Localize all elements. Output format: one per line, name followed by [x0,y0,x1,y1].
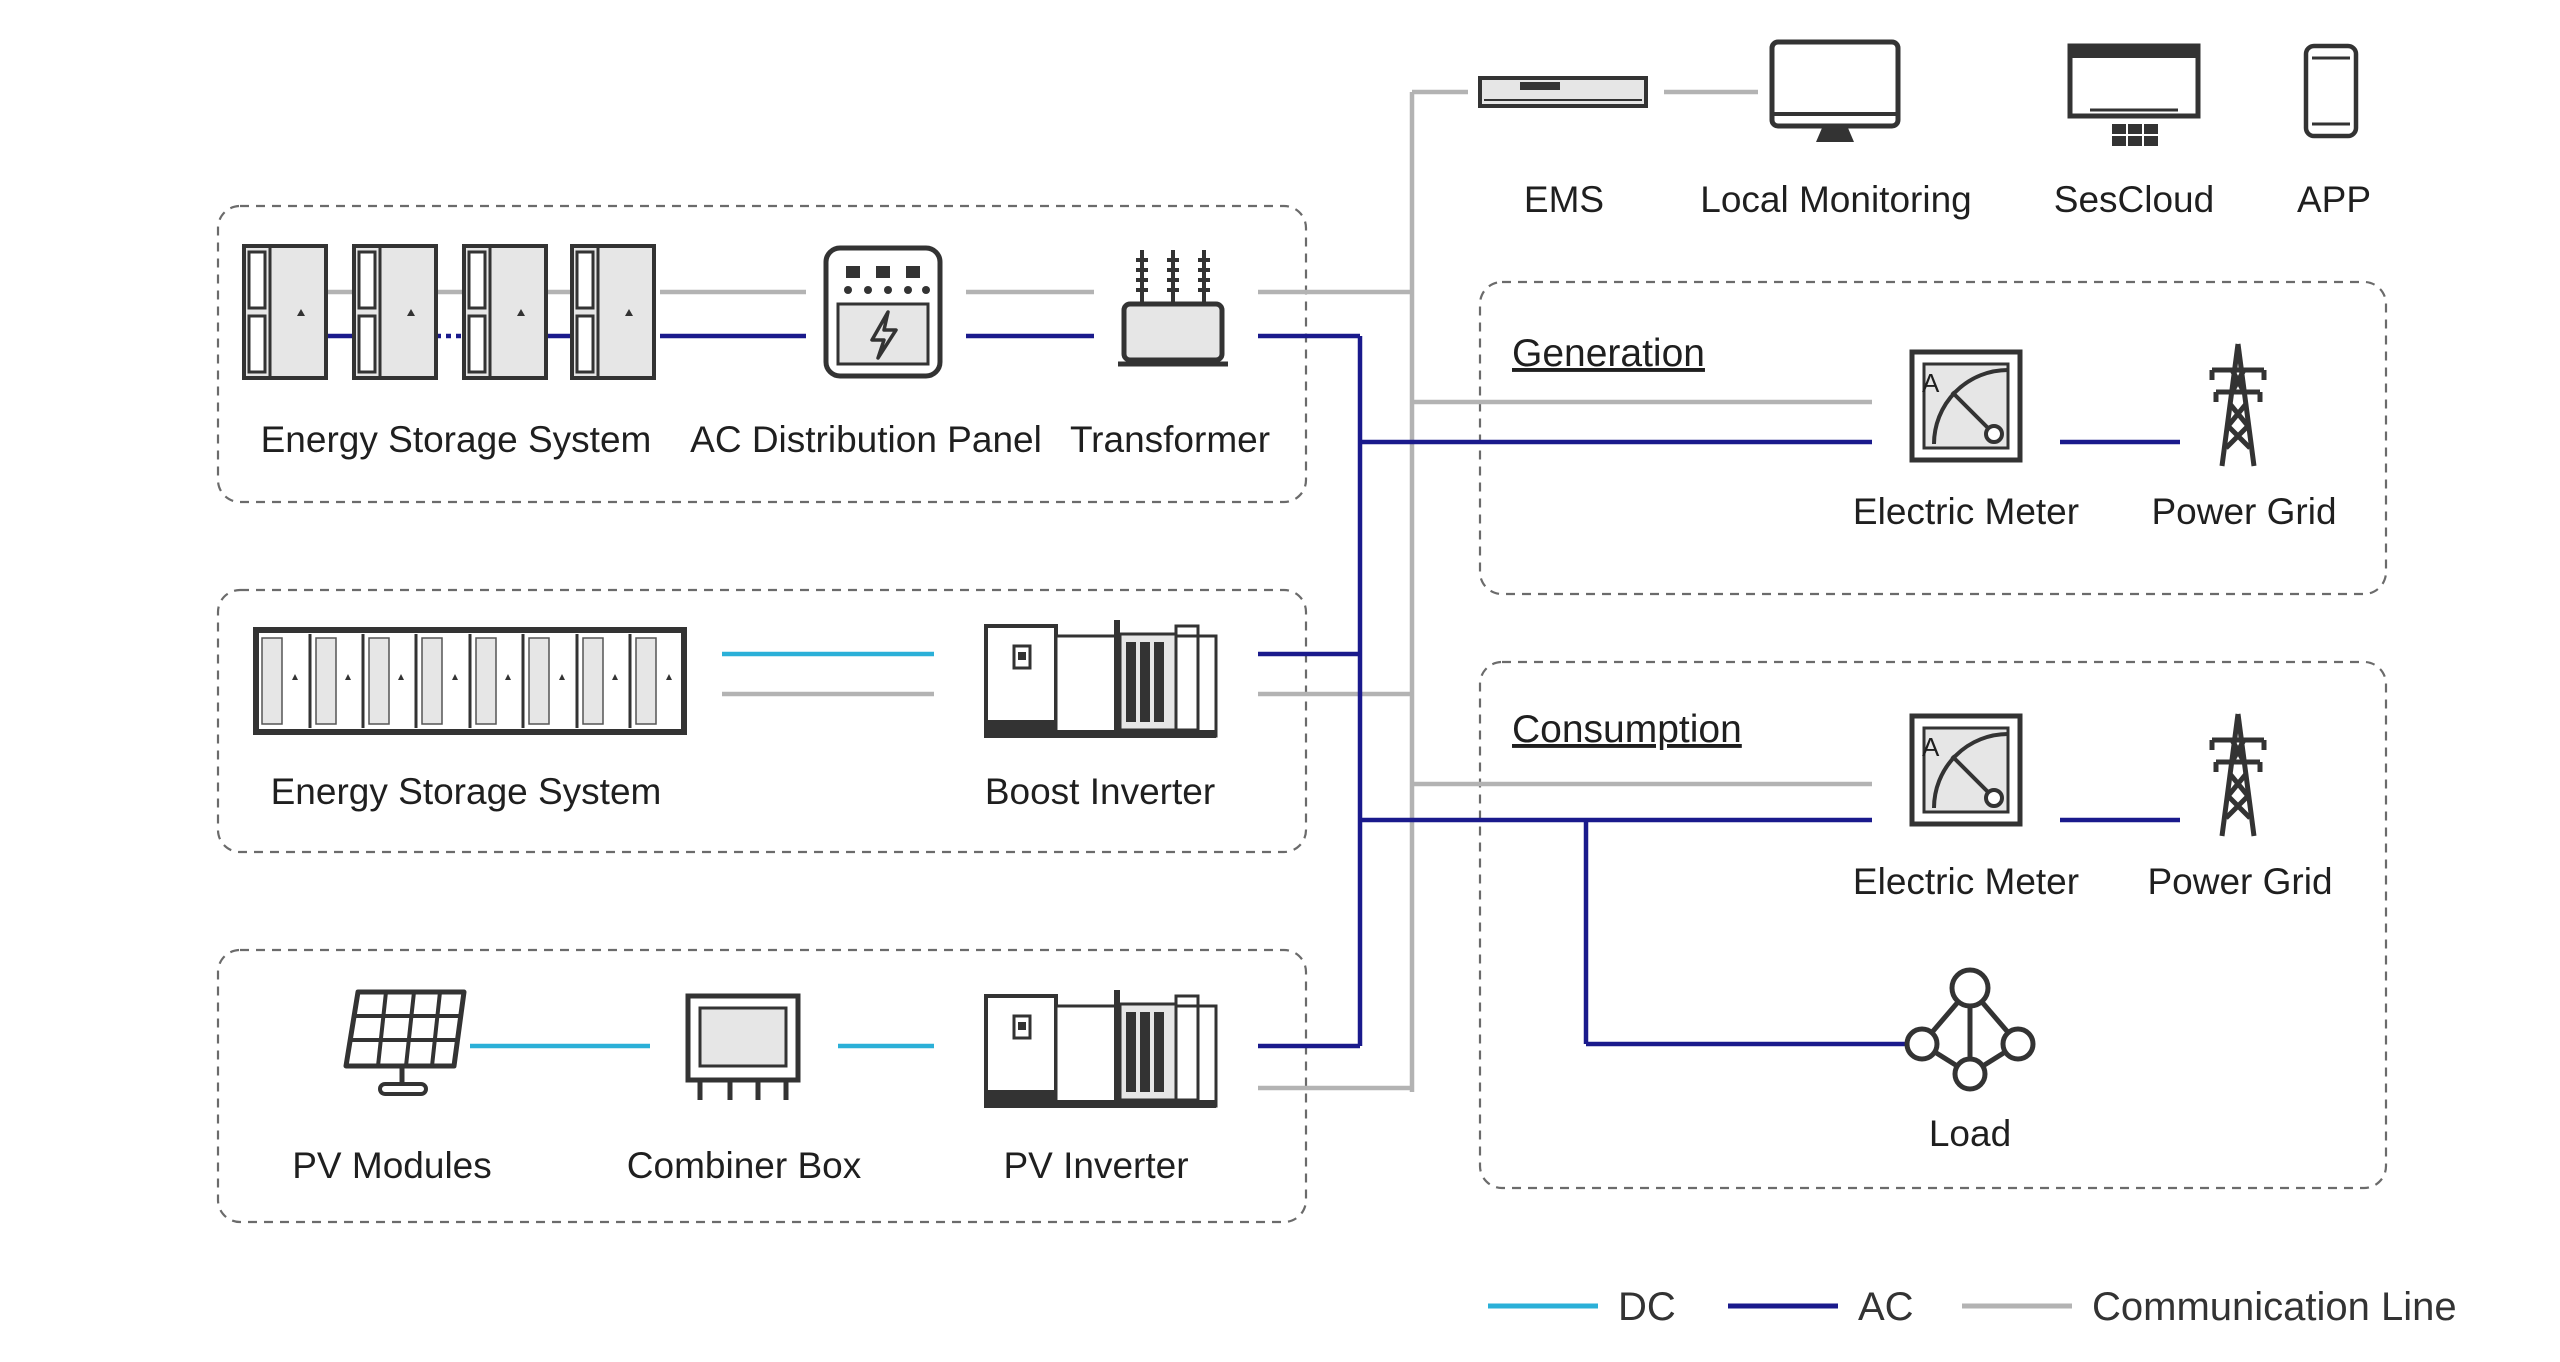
legend-ac-label: AC [1858,1285,1914,1329]
generation-title: Generation [1512,332,1705,375]
generation-power-tower-icon [2212,344,2264,466]
pv-inverter-label: PV Inverter [1003,1145,1188,1186]
group-consumption [1478,660,2388,1190]
ac-lines [328,333,2180,1049]
pv-inverter-icon [984,988,1218,1110]
energy-storage-label-1: Energy Storage System [261,419,652,460]
legend: DC AC Communication Line [1488,1285,2457,1329]
generation-meter-letter: A [1922,368,1940,398]
legend-dc-label: DC [1618,1285,1676,1329]
phone-icon [2303,43,2359,139]
group-dc-storage [216,588,1308,854]
ems-label: EMS [1524,179,1604,220]
group-ac-storage [216,204,1308,504]
boost-inverter-icon [984,618,1218,740]
sescloud-label: SesCloud [2054,179,2214,220]
ems-icon [1478,76,1648,108]
combiner-box-label: Combiner Box [627,1145,862,1186]
legend-comm-label: Communication Line [2092,1285,2457,1329]
consumption-power-tower-icon [2212,714,2264,836]
monitor-icon [1769,39,1901,142]
consumption-title: Consumption [1512,708,1742,751]
pv-modules-label: PV Modules [292,1145,492,1186]
app-label: APP [2297,179,2371,220]
transformer-icon [1118,250,1228,367]
ac-distribution-panel-icon [823,245,943,379]
consumption-meter-letter: A [1922,732,1940,762]
consumption-grid-label: Power Grid [2147,861,2332,902]
communication-lines [328,89,1872,1092]
pv-module-icon [343,989,467,1096]
boost-inverter-label: Boost Inverter [985,771,1215,812]
load-label: Load [1929,1113,2011,1154]
energy-storage-label-2: Energy Storage System [271,771,662,812]
consumption-meter-label: Electric Meter [1853,861,2079,902]
transformer-label: Transformer [1070,419,1270,460]
combiner-box-icon [685,993,801,1100]
ac-distribution-panel-label: AC Distribution Panel [690,419,1042,460]
group-generation [1478,280,2388,596]
energy-storage-cabinets-icon [242,244,656,380]
cloud-server-icon [2067,43,2201,146]
load-network-icon [1904,967,2036,1092]
energy-storage-container-icon [253,627,687,735]
generation-meter-label: Electric Meter [1853,491,2079,532]
generation-grid-label: Power Grid [2151,491,2336,532]
local-monitoring-label: Local Monitoring [1700,179,1971,220]
dc-lines [470,651,934,1049]
